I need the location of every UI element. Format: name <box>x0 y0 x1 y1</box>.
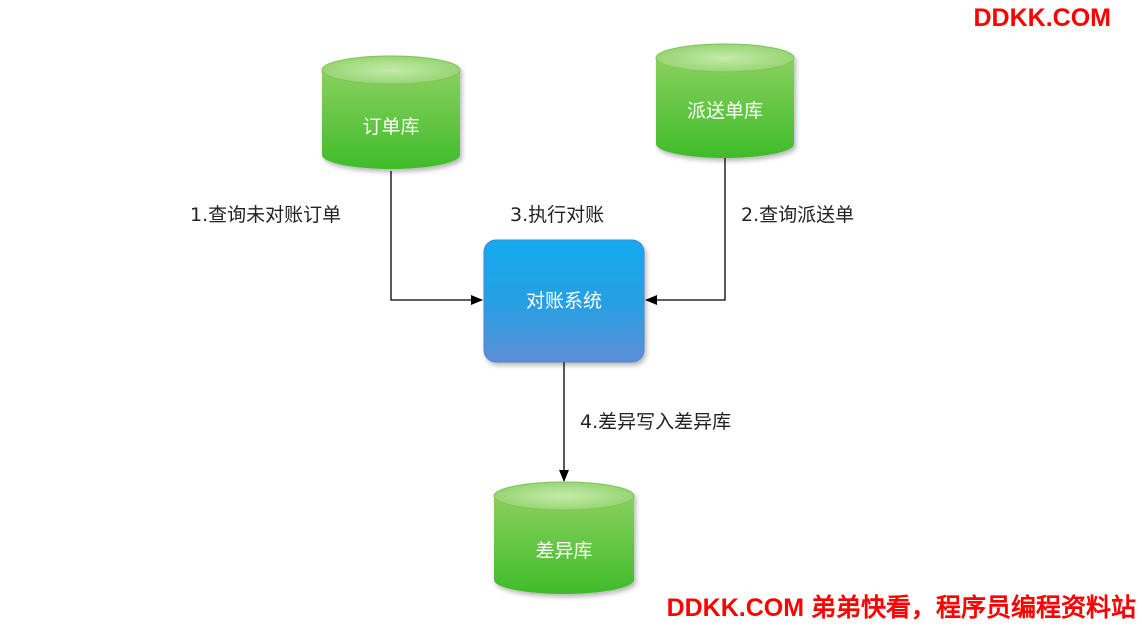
recon-system-label: 对账系统 <box>526 290 602 312</box>
edge-label-query-orders: 1.查询未对账订单 <box>190 204 341 226</box>
edge-order-to-system <box>390 171 483 305</box>
order-db-cylinder <box>321 55 461 169</box>
edge-label-write-diff: 4.差异写入差异库 <box>580 411 731 433</box>
watermark-bottom: DDKK.COM 弟弟快看，程序员编程资料站 <box>666 594 1136 622</box>
edge-dispatch-to-system <box>645 158 726 305</box>
dispatch-db-cylinder <box>655 43 795 158</box>
recon-system-box <box>483 239 645 363</box>
dispatch-db-label: 派送单库 <box>687 100 763 122</box>
edges <box>390 158 726 482</box>
edge-label-run-recon: 3.执行对账 <box>510 204 604 226</box>
watermark-top: DDKK.COM <box>973 4 1112 32</box>
diff-db-label: 差异库 <box>535 540 592 562</box>
diff-db-cylinder <box>493 481 635 594</box>
order-db-label: 订单库 <box>362 116 419 138</box>
edge-label-query-dispatch: 2.查询派送单 <box>741 204 854 226</box>
